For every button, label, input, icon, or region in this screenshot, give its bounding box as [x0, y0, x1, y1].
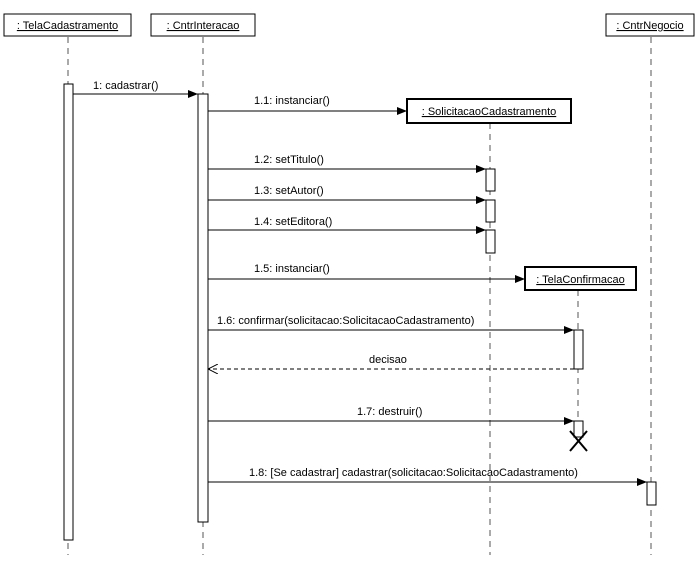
- object-label: : CntrInteracao: [167, 20, 240, 32]
- message-1-4-seteditora: 1.4: setEditora(): [208, 216, 486, 234]
- activation-solicitacao-setautor: [485, 199, 496, 223]
- destroy-marker: [569, 430, 588, 452]
- message-label: 1: cadastrar(): [93, 80, 158, 92]
- message-label: 1.4: setEditora(): [254, 216, 332, 228]
- activation-tela-confirmacao-destroy: [573, 420, 584, 438]
- message-label: 1.8: [Se cadastrar] cadastrar(solicitaca…: [249, 467, 578, 479]
- message-1-2-settitulo: 1.2: setTitulo(): [208, 154, 486, 173]
- message-1-7-destruir: 1.7: destruir(): [208, 406, 574, 425]
- message-label: decisao: [369, 354, 407, 366]
- activation-solicitacao-settitulo: [485, 168, 496, 192]
- activation-tela-confirmacao: [573, 329, 584, 370]
- object-solicitacao-cadastramento: : SolicitacaoCadastramento: [406, 98, 572, 124]
- object-tela-confirmacao: : TelaConfirmacao: [524, 266, 637, 291]
- object-tela-cadastramento: : TelaCadastramento: [3, 13, 132, 37]
- object-cntr-negocio: : CntrNegocio: [605, 13, 695, 37]
- object-label: : CntrNegocio: [616, 20, 683, 32]
- object-label: : SolicitacaoCadastramento: [422, 106, 557, 118]
- message-label: 1.6: confirmar(solicitacao:SolicitacaoCa…: [217, 315, 474, 327]
- message-label: 1.5: instanciar(): [254, 263, 330, 275]
- message-1-3-setautor: 1.3: setAutor(): [208, 185, 486, 204]
- object-cntr-interacao: : CntrInteracao: [150, 13, 256, 37]
- activation-tela-cadastramento: [63, 83, 74, 541]
- message-1-5-instanciar: 1.5: instanciar(): [208, 263, 525, 283]
- message-1-8-cadastrar: 1.8: [Se cadastrar] cadastrar(solicitaca…: [208, 467, 647, 486]
- message-1-1-instanciar: 1.1: instanciar(): [208, 95, 407, 115]
- object-label: : TelaCadastramento: [17, 20, 118, 32]
- message-1-cadastrar: 1: cadastrar(): [73, 80, 198, 98]
- object-label: : TelaConfirmacao: [536, 274, 624, 286]
- message-return-decisao: decisao: [208, 354, 574, 369]
- message-1-6-confirmar: 1.6: confirmar(solicitacao:SolicitacaoCa…: [208, 315, 574, 334]
- activation-cntr-interacao: [197, 93, 209, 523]
- message-label: 1.7: destruir(): [357, 406, 422, 418]
- message-label: 1.1: instanciar(): [254, 95, 330, 107]
- activation-solicitacao-seteditora: [485, 229, 496, 254]
- message-label: 1.3: setAutor(): [254, 185, 324, 197]
- message-label: 1.2: setTitulo(): [254, 154, 324, 166]
- activation-cntr-negocio: [646, 481, 657, 506]
